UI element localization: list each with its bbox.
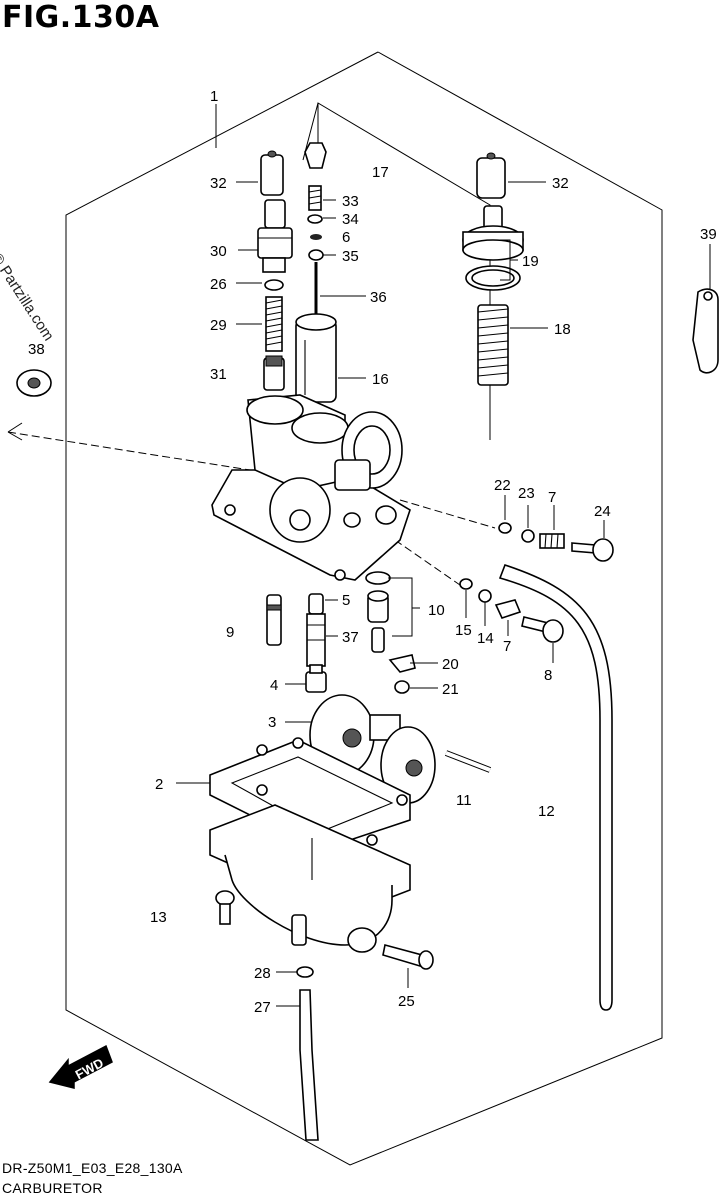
callout-22: 22 (494, 477, 511, 494)
spring-29 (265, 296, 283, 352)
screw-24 (571, 538, 614, 562)
washer-35 (308, 249, 324, 261)
float-bowl (209, 804, 411, 953)
callout-5: 5 (342, 592, 350, 609)
diagram-code: DR-Z50M1_E03_E28_130A (2, 1160, 183, 1176)
callout-35: 35 (342, 248, 359, 265)
callout-24: 24 (594, 503, 611, 520)
callout-33: 33 (342, 193, 359, 210)
dash-line (399, 499, 496, 529)
callout-2: 2 (155, 776, 163, 793)
callout-28: 28 (254, 965, 271, 982)
callout-31: 31 (210, 366, 227, 383)
callout-39: 39 (700, 226, 717, 243)
callout-6: 6 (342, 229, 350, 246)
callout-32-left: 32 (210, 175, 227, 192)
callout-25: 25 (398, 993, 415, 1010)
callout-9: 9 (226, 624, 234, 641)
cap-32-right (476, 152, 506, 199)
needle-jet-9 (266, 594, 282, 646)
hose-27 (299, 989, 319, 1141)
tube-12 (498, 563, 613, 1011)
callout-32-right: 32 (552, 175, 569, 192)
callout-30: 30 (210, 243, 227, 260)
callout-8: 8 (544, 667, 552, 684)
callout-15: 15 (455, 622, 472, 639)
gasket-2 (209, 737, 411, 851)
callout-36: 36 (370, 289, 387, 306)
callout-21: 21 (442, 681, 459, 698)
washer-34 (307, 214, 323, 224)
screw-13 (215, 890, 235, 925)
clip-6 (310, 234, 322, 240)
washer-22 (498, 522, 512, 534)
callout-19: 19 (522, 253, 539, 270)
screw-8 (521, 616, 564, 643)
callout-labels: 1 2 3 4 5 6 7 7 8 9 10 11 12 13 14 15 16… (28, 88, 717, 1016)
callout-29: 29 (210, 317, 227, 334)
bracket-39 (692, 288, 719, 374)
callout-10: 10 (428, 602, 445, 619)
main-jet-4 (305, 664, 327, 693)
washer-23 (521, 529, 535, 543)
callout-37: 37 (342, 629, 359, 646)
callout-4: 4 (270, 677, 278, 694)
assembly-outline (65, 51, 663, 1166)
screw-21 (394, 680, 410, 694)
clip-17 (304, 142, 327, 169)
dash-line (394, 539, 461, 586)
callout-13: 13 (150, 909, 167, 926)
spring-18 (477, 304, 509, 386)
screw-25 (382, 944, 434, 970)
piston-31 (263, 355, 285, 391)
washer-14 (478, 589, 492, 603)
washer-26 (264, 279, 284, 291)
callout-7-upper: 7 (548, 489, 556, 506)
callout-7-lower: 7 (503, 638, 511, 655)
callout-12: 12 (538, 803, 555, 820)
spring-7-lower (494, 599, 522, 619)
jet-assembly-10 (365, 571, 391, 653)
throttle-valve-16 (295, 313, 337, 403)
jet-5 (308, 593, 324, 615)
dash-line (7, 431, 23, 441)
callout-11: 11 (456, 792, 472, 809)
cap-19 (462, 205, 524, 291)
fwd-arrow: FWD (48, 1044, 113, 1089)
callout-16: 16 (372, 371, 389, 388)
spring-7-upper (539, 533, 565, 549)
cap-32-left (260, 150, 284, 196)
callout-14: 14 (477, 630, 494, 647)
callout-23: 23 (518, 485, 535, 502)
callout-38: 38 (28, 341, 45, 358)
fwd-label: FWD (73, 1055, 106, 1082)
dash-line (7, 422, 23, 433)
leader-lines (176, 104, 711, 1007)
figure-title: FIG.130A (2, 0, 160, 35)
callout-34: 34 (342, 211, 359, 228)
emulsion-tube-37 (306, 613, 326, 667)
adjuster-30 (257, 199, 293, 273)
plate-20 (388, 654, 416, 673)
callout-26: 26 (210, 276, 227, 293)
diagram-name: CARBURETOR (2, 1180, 103, 1196)
washer-38 (16, 369, 52, 397)
washer-15 (459, 578, 473, 590)
callout-3: 3 (268, 714, 276, 731)
callout-27: 27 (254, 999, 271, 1016)
callout-20: 20 (442, 656, 459, 673)
callout-17: 17 (372, 164, 389, 181)
spring-33 (308, 185, 322, 211)
dash-line (7, 431, 251, 471)
callout-18: 18 (554, 321, 571, 338)
clip-28 (296, 966, 314, 978)
pin-11-fill (445, 751, 491, 772)
callout-1: 1 (210, 88, 218, 105)
carburetor-body (211, 394, 411, 581)
